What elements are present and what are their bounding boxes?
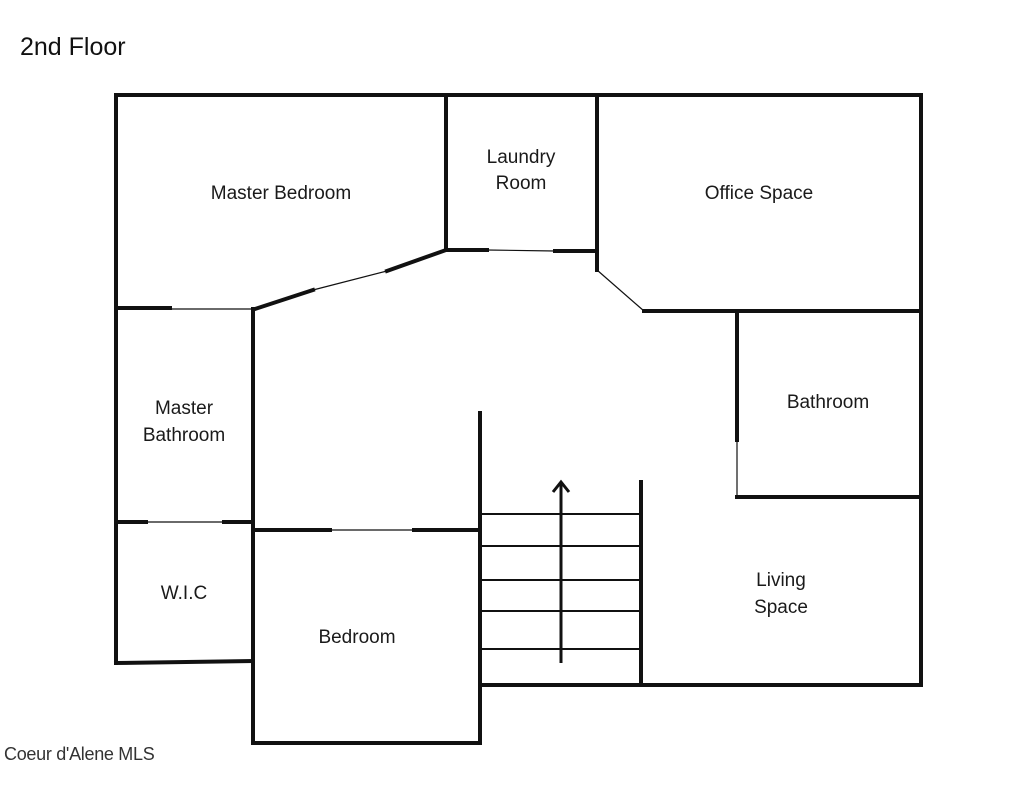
door-openings bbox=[146, 249, 738, 531]
walls bbox=[113, 93, 923, 745]
label-living-line2: Space bbox=[754, 597, 808, 618]
stair-direction-arrow-icon bbox=[551, 479, 571, 663]
label-wic: W.I.C bbox=[161, 583, 207, 604]
label-laundry-line2: Room bbox=[496, 173, 547, 194]
label-office-space: Office Space bbox=[705, 183, 813, 204]
label-living-line1: Living bbox=[756, 570, 806, 591]
mls-watermark: Coeur d'Alene MLS bbox=[4, 744, 155, 764]
label-master-bedroom: Master Bedroom bbox=[211, 183, 351, 204]
label-laundry-line1: Laundry bbox=[487, 147, 556, 168]
floor-title: 2nd Floor bbox=[20, 33, 126, 61]
label-bathroom: Bathroom bbox=[787, 392, 869, 413]
label-bedroom: Bedroom bbox=[318, 627, 395, 648]
label-master-bath-line1: Master bbox=[155, 398, 214, 419]
label-master-bath-line2: Bathroom bbox=[143, 425, 225, 446]
